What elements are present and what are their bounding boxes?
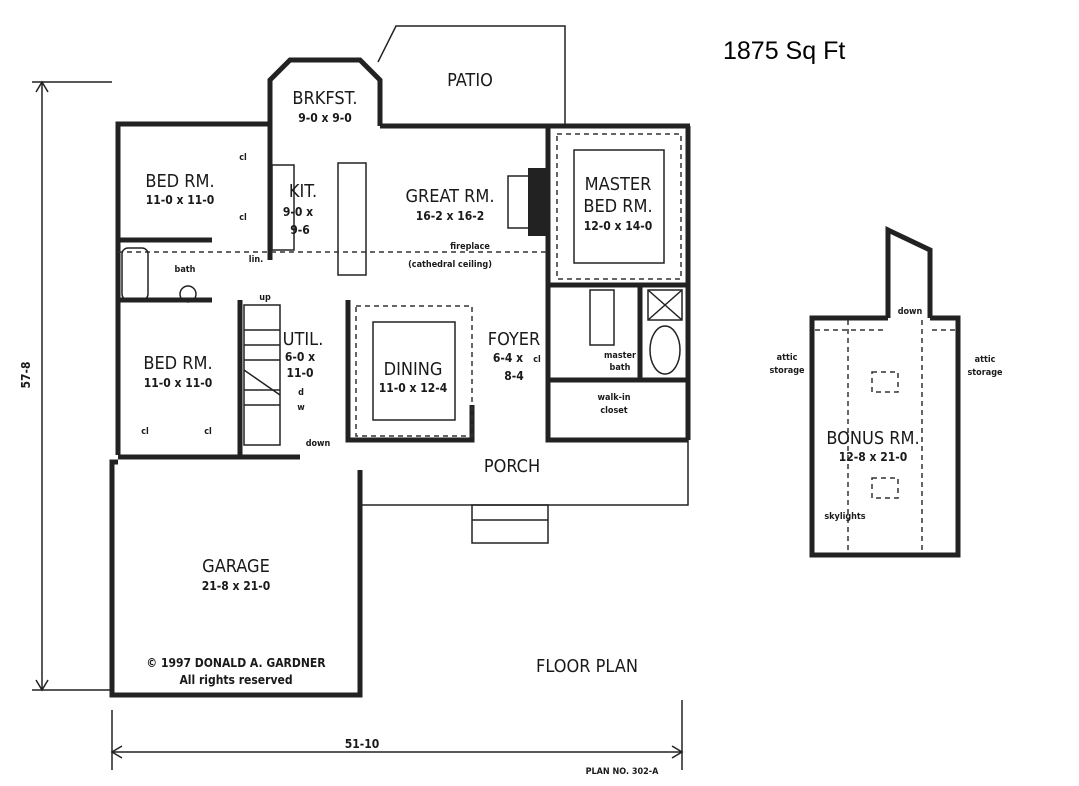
width-dimension-line — [110, 700, 684, 770]
closet-label: cl — [239, 153, 247, 163]
double-vanity — [589, 289, 615, 346]
util-size: 11-0 — [286, 366, 313, 380]
garage-label: GARAGE — [202, 556, 270, 577]
bonus-stairs-down-label: down — [898, 307, 923, 317]
kitchen-size: 9-0 x — [283, 205, 313, 219]
washer-label: w — [297, 403, 305, 413]
stairs-down-label: down — [306, 439, 331, 449]
attic-storage-label: storage — [967, 368, 1003, 378]
skylights-label: skylights — [824, 512, 865, 522]
bed1-label: BED RM. — [145, 171, 214, 192]
rights-text: All rights reserved — [179, 673, 292, 687]
bonus-room-size: 12-8 x 21-0 — [839, 450, 908, 464]
bonus-room-label: BONUS RM. — [826, 428, 919, 449]
closet-label: cl — [533, 355, 541, 365]
bath-label: bath — [175, 265, 196, 275]
kitchen-counter — [271, 164, 295, 251]
square-footage: 1875 Sq Ft — [723, 37, 846, 65]
great-room-label: GREAT RM. — [405, 186, 494, 207]
hearth — [507, 175, 531, 229]
master-label: MASTER — [585, 174, 652, 195]
dryer-label: d — [298, 388, 304, 398]
fireplace-label: fireplace — [450, 242, 490, 252]
master-bath-label: bath — [610, 363, 631, 373]
fireplace-icon — [528, 168, 548, 236]
master-tray-inner — [573, 149, 665, 264]
attic-storage-label: attic — [975, 355, 996, 365]
foyer-label: FOYER — [488, 329, 540, 350]
depth-dimension-line — [32, 80, 112, 692]
master-label: BED RM. — [583, 196, 652, 217]
brkfst-label: BRKFST. — [292, 88, 357, 109]
width-label: 51-10 — [345, 737, 380, 751]
closet-label: cl — [239, 213, 247, 223]
tub-icon — [649, 325, 681, 375]
bed2-size: 11-0 x 11-0 — [144, 376, 213, 390]
patio-label: PATIO — [447, 70, 493, 91]
floor-plan-title: FLOOR PLAN — [536, 656, 638, 677]
dining-tray-ceiling — [355, 305, 473, 437]
porch-steps — [471, 504, 549, 544]
sink-icon — [179, 285, 197, 303]
bed1-size: 11-0 x 11-0 — [146, 193, 215, 207]
foyer-size: 8-4 — [504, 369, 524, 383]
master-bath-label: master — [604, 351, 636, 361]
master-size: 12-0 x 14-0 — [584, 219, 653, 233]
kitchen-label: KIT. — [289, 181, 317, 202]
kitchen-island — [337, 162, 367, 276]
patio-outline — [377, 25, 566, 126]
dining-label: DINING — [384, 359, 443, 380]
brkfst-size: 9-0 x 9-0 — [298, 111, 351, 125]
util-label: UTIL. — [283, 329, 324, 350]
attic-storage-label: storage — [769, 366, 805, 376]
dining-size: 11-0 x 12-4 — [379, 381, 448, 395]
foyer-size: 6-4 x — [493, 351, 523, 365]
exterior-walls — [109, 57, 691, 698]
util-size: 6-0 x — [285, 350, 315, 364]
depth-label: 57-8 — [19, 361, 33, 388]
main-stairs — [243, 304, 281, 446]
dining-tray-inner — [372, 321, 456, 421]
bonus-room-walls — [809, 226, 961, 558]
ceiling-note: (cathedral ceiling) — [408, 260, 492, 270]
attic-storage-label: attic — [777, 353, 798, 363]
walk-in-closet-label: closet — [600, 406, 627, 416]
stairs-up-label: up — [259, 293, 271, 303]
closet-label: cl — [141, 427, 149, 437]
shower-icon — [647, 289, 683, 321]
linen-label: lin. — [249, 255, 263, 265]
copyright-text: © 1997 DONALD A. GARDNER — [146, 656, 326, 670]
closet-label: cl — [204, 427, 212, 437]
great-room-size: 16-2 x 16-2 — [416, 209, 485, 223]
plan-number: PLAN NO. 302-A — [586, 767, 660, 777]
bathtub-icon — [121, 247, 149, 301]
garage-size: 21-8 x 21-0 — [202, 579, 271, 593]
bed2-label: BED RM. — [143, 353, 212, 374]
walk-in-closet-label: walk-in — [598, 393, 631, 403]
porch-label: PORCH — [484, 456, 540, 477]
kitchen-size: 9-6 — [290, 223, 310, 237]
